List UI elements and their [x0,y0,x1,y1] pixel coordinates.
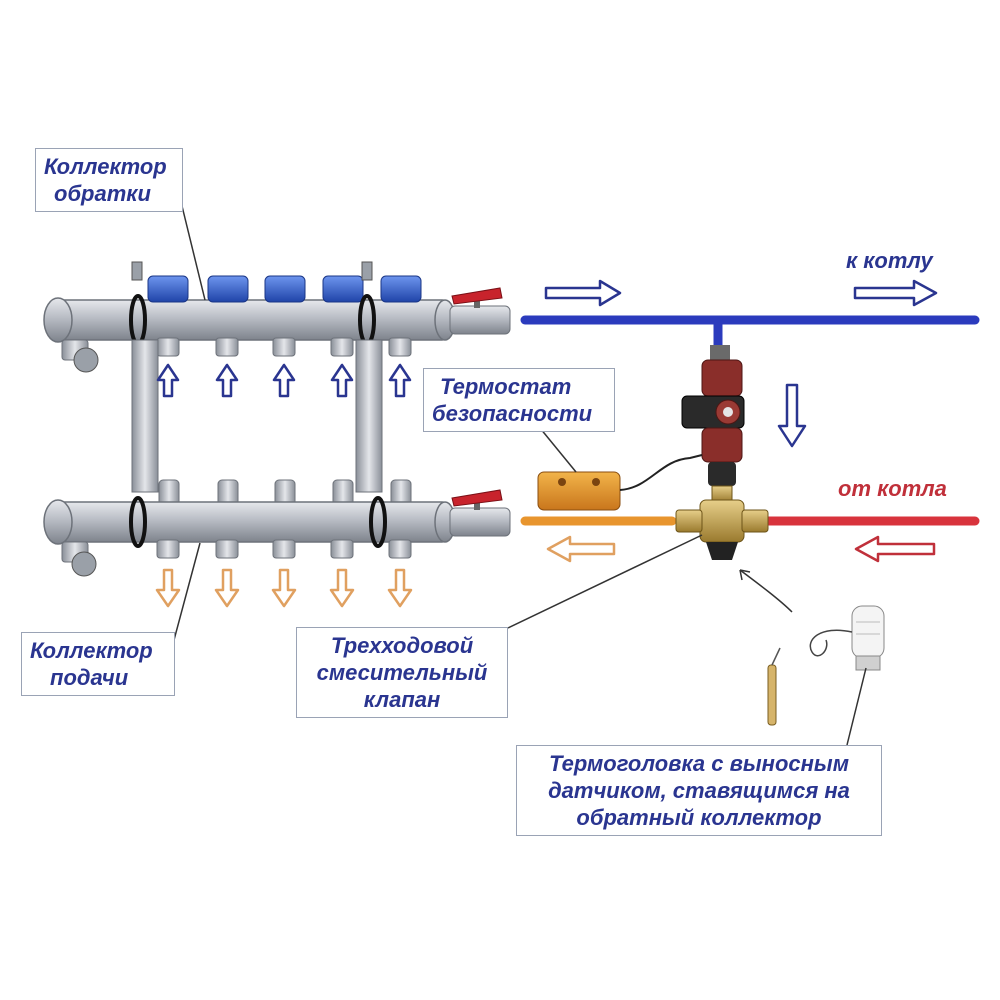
left-arrow-icon [546,535,616,563]
return-manifold [43,261,456,373]
up-arrow-icon [388,363,412,398]
supply-outlets [156,539,412,559]
return-drain-valve [61,339,99,373]
up-arrow-icon [272,363,296,398]
return-collector-label: Коллектор обратки [35,148,183,212]
circulation-pump [681,345,745,486]
from-boiler-label: от котла [838,476,947,501]
right-arrow-icon [544,279,622,307]
down-arrow-icon [387,568,413,608]
return-outlets [156,337,412,357]
safety-thermostat-device [537,454,703,511]
mounting-brackets [131,339,383,493]
return-flow-arrows [156,363,412,398]
up-arrow-icon [156,363,180,398]
return-ball-valve [449,287,511,335]
down-arrow-icon [214,568,240,608]
supply-collector-label: Коллектор подачи [21,632,175,696]
down-arrow-icon [271,568,297,608]
supply-drain-valve [61,541,97,577]
down-arrow-icon [329,568,355,608]
pipes [520,315,980,526]
left-arrow-icon [854,535,936,563]
leader-lines [173,205,867,746]
supply-manifold [43,479,456,577]
supply-flow-arrows [155,568,413,608]
supply-ball-valve [449,489,511,537]
safety-thermostat-label: Термостат безопасности [423,368,615,432]
up-arrow-icon [215,363,239,398]
three-way-valve-label: Трехходовой смесительный клапан [296,627,508,718]
down-arrow-icon [155,568,181,608]
right-arrow-icon [853,279,938,307]
three-way-valve [675,485,769,560]
thermo-head-device [767,605,885,726]
down-arrow-icon [777,383,807,448]
return-valve-caps [147,275,422,303]
thermo-head-label: Термоголовка с выносным датчиком, ставящ… [516,745,882,836]
up-arrow-icon [330,363,354,398]
to-boiler-label: к котлу [846,248,933,273]
